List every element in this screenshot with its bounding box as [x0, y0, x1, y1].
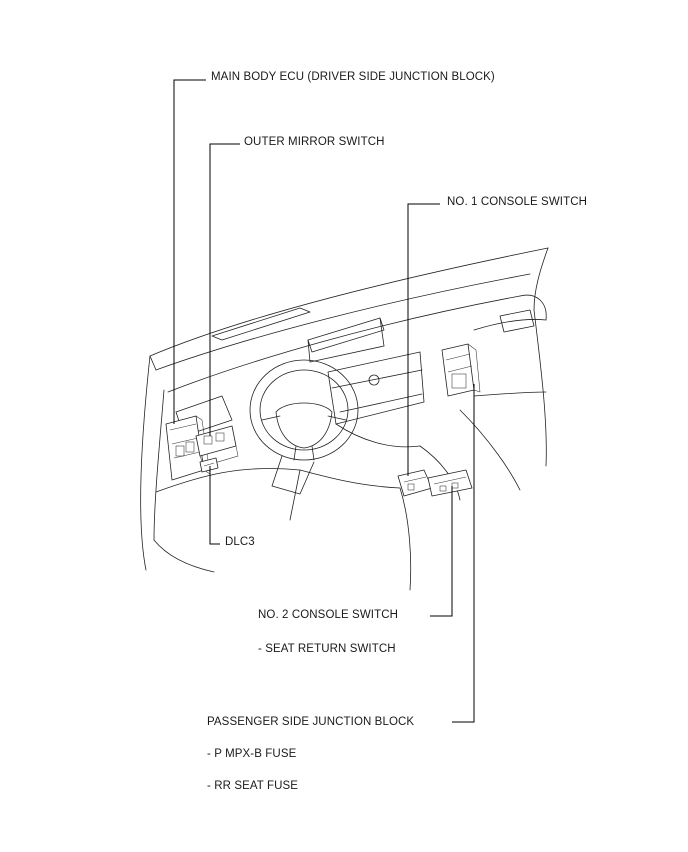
passenger-junction-block-label: PASSENGER SIDE JUNCTION BLOCK: [207, 716, 415, 728]
no1-console-switch-component: [397, 469, 433, 497]
p-mpx-b-fuse-label: - P MPX-B FUSE: [207, 748, 297, 760]
outer-mirror-switch-label: OUTER MIRROR SWITCH: [244, 136, 385, 148]
no2-console-switch-label: NO. 2 CONSOLE SWITCH: [258, 609, 399, 621]
main-body-ecu-label: MAIN BODY ECU (DRIVER SIDE JUNCTION BLOC…: [211, 71, 495, 83]
leader-lines: [173, 79, 475, 723]
dlc3-label: DLC3: [225, 536, 255, 548]
rr-seat-fuse-label: - RR SEAT FUSE: [207, 780, 299, 792]
outer-mirror-switch-component: [195, 425, 239, 467]
passenger-junction-block-component: [441, 343, 481, 397]
no1-console-switch-label: NO. 1 CONSOLE SWITCH: [447, 196, 588, 208]
steering-wheel: [249, 359, 359, 495]
seat-return-switch-label: - SEAT RETURN SWITCH: [258, 643, 396, 655]
dlc3-component: [199, 457, 219, 473]
dashboard-outline: [140, 247, 549, 591]
no2-console-switch-component: [427, 469, 473, 497]
